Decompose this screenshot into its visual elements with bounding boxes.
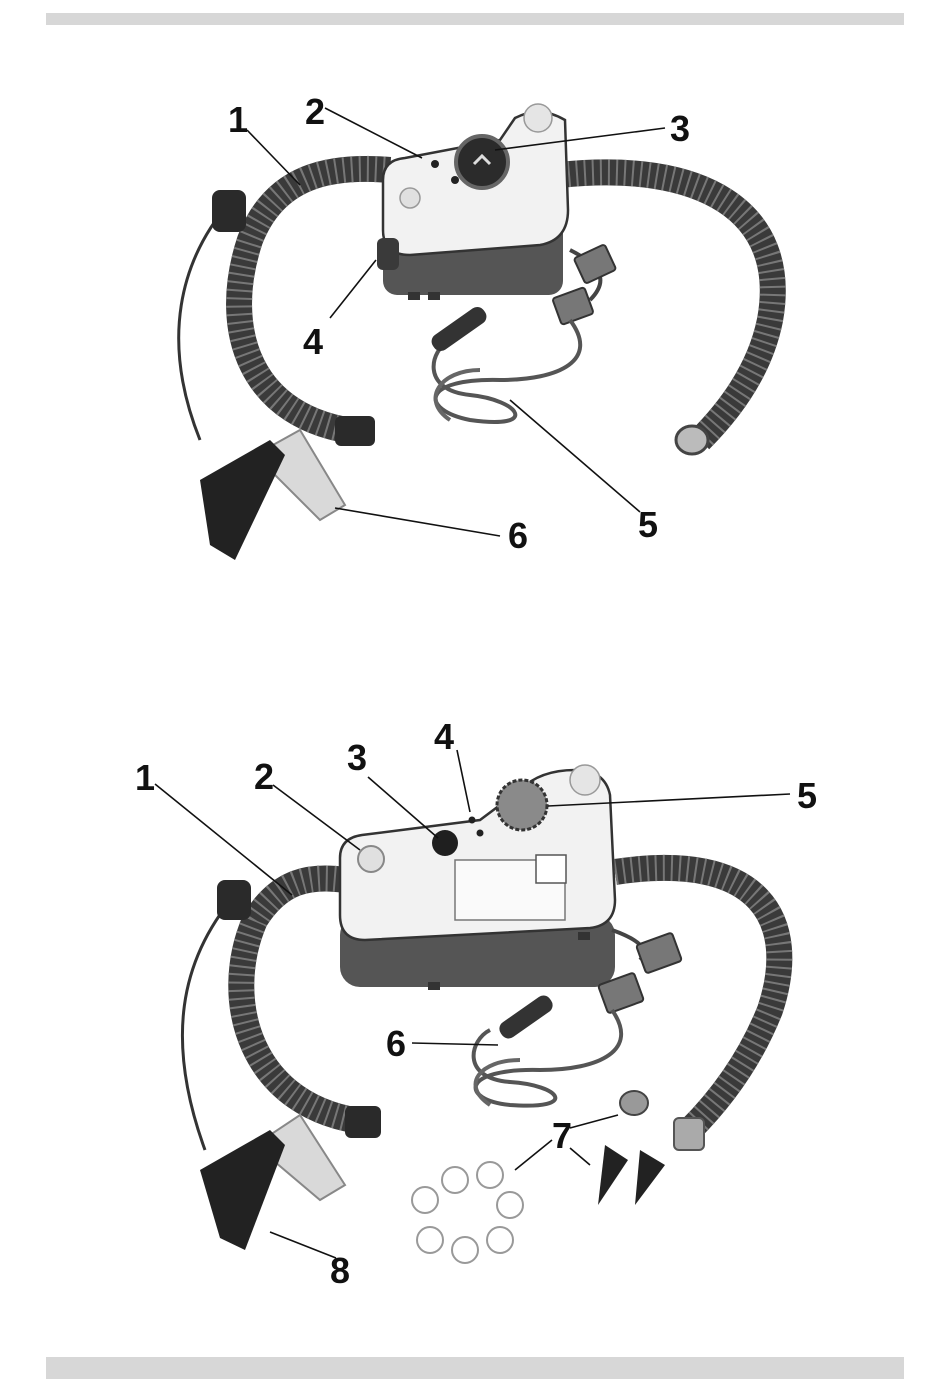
leader-line — [247, 130, 300, 185]
leader-line — [273, 785, 360, 850]
anderson-connector — [552, 287, 594, 325]
power-button — [358, 846, 384, 872]
clamp-grip-handle — [217, 880, 251, 920]
leader-line — [270, 1232, 336, 1258]
brand-logo — [536, 855, 566, 883]
leader-line — [515, 1140, 552, 1170]
adapter-ring — [487, 1227, 513, 1253]
callout-6: 6 — [508, 515, 528, 556]
pressure-gauge — [497, 780, 547, 830]
callout-6: 6 — [386, 1023, 406, 1064]
pump-foot — [428, 982, 440, 990]
callout-5: 5 — [797, 775, 817, 816]
clamp-grip-handle — [212, 190, 246, 232]
clamp-dark — [200, 440, 285, 560]
leader-line — [325, 108, 422, 158]
indicator-light — [451, 176, 459, 184]
callout-1: 1 — [228, 99, 248, 140]
callout-5: 5 — [638, 504, 658, 545]
callout-4: 4 — [434, 716, 454, 757]
adapter-ring — [442, 1167, 468, 1193]
adapter-ring — [452, 1237, 478, 1263]
air-outlet — [377, 238, 399, 270]
leader-line — [510, 400, 640, 512]
callout-4: 4 — [303, 321, 323, 362]
valve-adapter — [620, 1091, 648, 1115]
pump-foot — [428, 292, 440, 300]
leader-line — [412, 1043, 498, 1045]
pump-diagram-top: 1 2 3 4 5 6 — [0, 60, 950, 620]
start-button — [432, 830, 458, 856]
pump-foot — [578, 932, 590, 940]
indicator-light — [431, 160, 439, 168]
footer-band — [46, 1357, 904, 1379]
leader-line — [335, 508, 500, 536]
hose-end-adapter — [674, 1118, 704, 1150]
anderson-connector — [574, 244, 617, 284]
callout-3: 3 — [670, 108, 690, 149]
anderson-connector — [636, 932, 682, 973]
adapter-ring — [412, 1187, 438, 1213]
adapter-ring — [417, 1227, 443, 1253]
header-band — [46, 13, 904, 25]
adapter-ring — [477, 1162, 503, 1188]
hose-end-adapter — [676, 426, 708, 454]
air-vent-icon — [524, 104, 552, 132]
hose-end-nozzle — [345, 1106, 381, 1138]
leader-line — [570, 1148, 590, 1165]
cone-nozzle — [598, 1145, 628, 1205]
pump-unit — [377, 104, 568, 300]
air-vent-icon — [570, 765, 600, 795]
leader-line — [330, 260, 376, 318]
callout-2: 2 — [254, 756, 274, 797]
adapter-ring — [497, 1192, 523, 1218]
valve-adapters — [412, 1091, 665, 1263]
hose-end-nozzle — [335, 416, 375, 446]
clamp-dark — [200, 1130, 285, 1250]
callout-3: 3 — [347, 737, 367, 778]
callout-1: 1 — [135, 757, 155, 798]
pressure-dial — [456, 136, 508, 188]
pump-unit — [340, 765, 615, 990]
cone-nozzle — [635, 1150, 665, 1205]
air-vent-icon — [400, 188, 420, 208]
leader-line — [457, 750, 470, 812]
pump-foot — [408, 292, 420, 300]
cigarette-plug — [428, 304, 489, 354]
leader-line — [570, 1115, 618, 1128]
indicator-light — [477, 830, 484, 837]
callout-7: 7 — [552, 1115, 572, 1156]
pump-diagram-bottom: 1 2 3 4 5 6 7 8 — [0, 700, 950, 1330]
leader-line — [155, 784, 292, 895]
indicator-light — [469, 817, 476, 824]
callout-2: 2 — [305, 91, 325, 132]
callout-8: 8 — [330, 1250, 350, 1291]
cigarette-plug — [496, 992, 555, 1041]
